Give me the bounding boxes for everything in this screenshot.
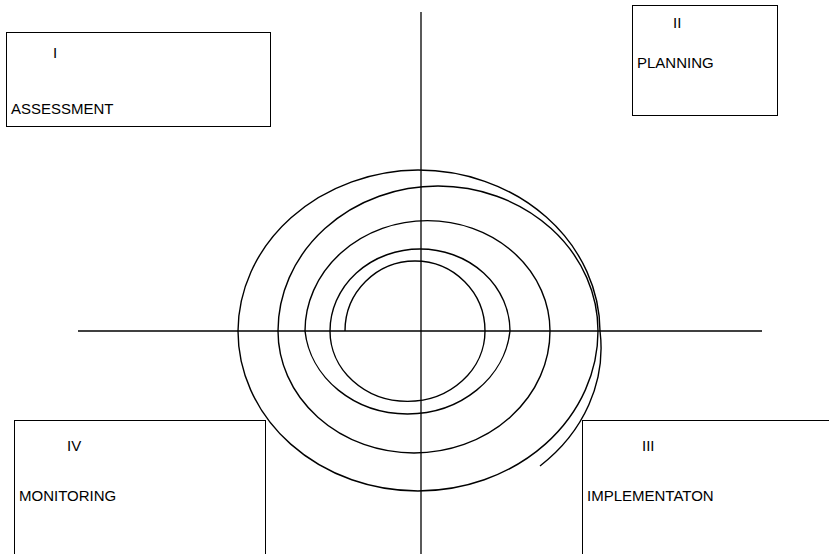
stage-box: II PLANNING bbox=[632, 5, 778, 116]
vertical-axis bbox=[420, 12, 421, 554]
stage-name: IMPLEMENTATON bbox=[587, 487, 714, 505]
stage-number: II bbox=[673, 14, 681, 32]
spiral-curve bbox=[238, 170, 601, 491]
stage-name: ASSESSMENT bbox=[11, 100, 114, 118]
stage-number: III bbox=[642, 437, 655, 455]
stage-box: III IMPLEMENTATON bbox=[582, 420, 829, 554]
stage-box: IV MONITORING bbox=[14, 420, 266, 554]
stage-number: I bbox=[53, 44, 57, 62]
stage-number: IV bbox=[67, 437, 81, 455]
stage-name: PLANNING bbox=[637, 54, 714, 72]
stage-box: I ASSESSMENT bbox=[6, 32, 271, 127]
stage-name: MONITORING bbox=[19, 487, 116, 505]
horizontal-axis bbox=[78, 330, 762, 331]
